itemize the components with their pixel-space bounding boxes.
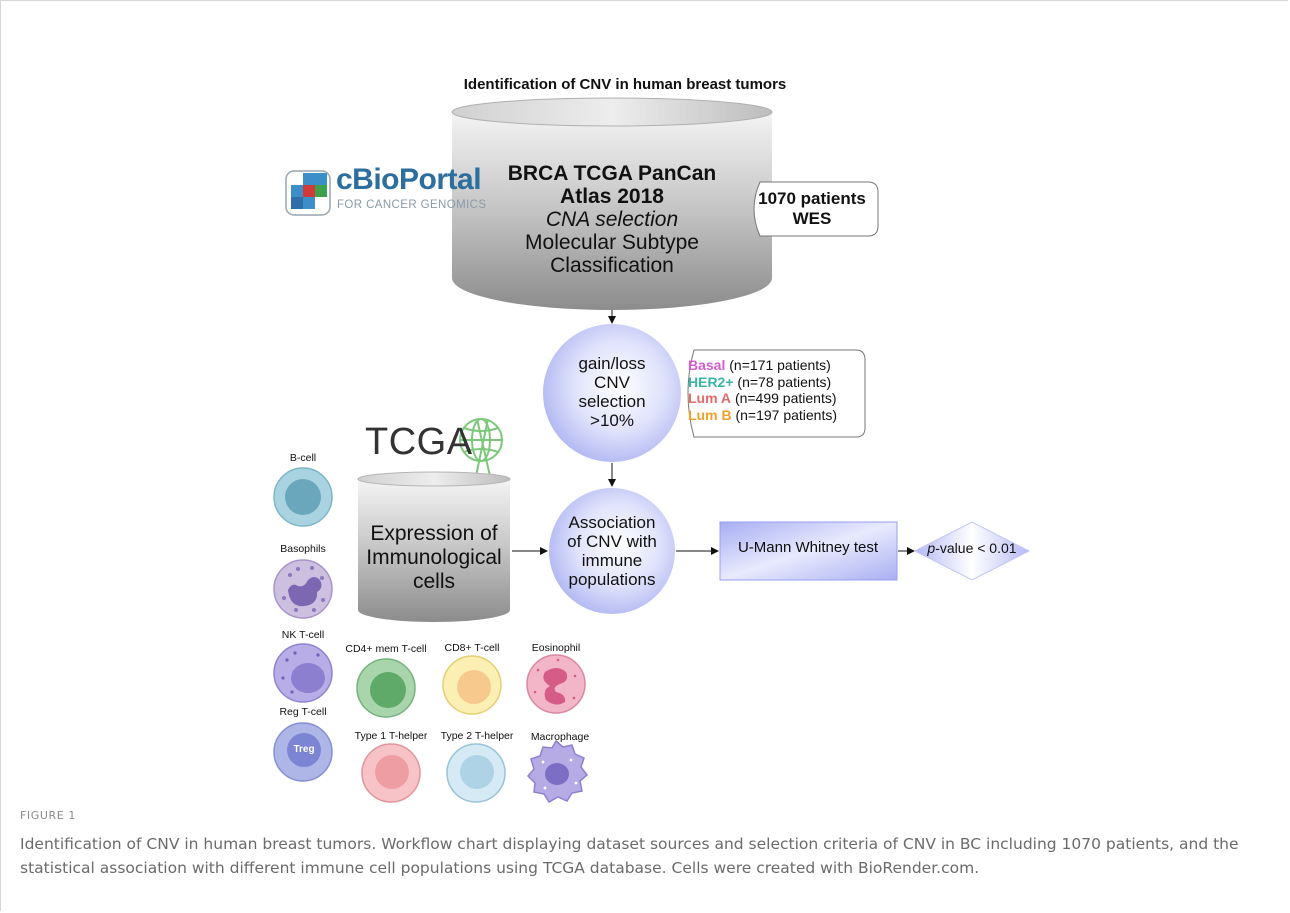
- decision-label: p-value < 0.01: [917, 540, 1027, 556]
- basophils-label: Basophils: [280, 543, 326, 555]
- decision-prefix: p: [927, 540, 936, 556]
- selection-line-4: >10%: [590, 411, 634, 430]
- cbioportal-name: cBioPortal: [336, 163, 482, 196]
- b-cell-icon: [273, 467, 333, 527]
- association-line-2: of CNV with: [567, 532, 657, 551]
- database-line-2: Atlas 2018: [560, 185, 664, 208]
- subtype-name: Lum A: [688, 390, 732, 406]
- association-line-3: immune: [581, 551, 643, 570]
- database-line-1: BRCA TCGA PanCan: [507, 162, 717, 185]
- database-line-3: CNA selection: [545, 208, 679, 231]
- eosinophil-icon: [526, 654, 586, 714]
- type-1-t-helper-icon: [361, 743, 421, 803]
- subtypes-box-icon: [687, 349, 866, 438]
- subtype-row: Lum A (n=499 patients): [688, 390, 837, 407]
- macrophage-icon: [526, 739, 589, 804]
- decision-diamond-icon: [913, 521, 1031, 581]
- patients-box-icon: [753, 181, 879, 237]
- type-2-t-helper-label: Type 2 T-helper: [440, 730, 514, 742]
- expression-line-3: cells: [412, 570, 455, 593]
- test-box-label: U-Mann Whitney test: [737, 539, 879, 556]
- nk-t-cell-label: NK T-cell: [281, 629, 325, 641]
- type-1-t-helper-label: Type 1 T-helper: [354, 730, 428, 742]
- expression-line-1: Expression of: [370, 522, 498, 545]
- subtype-name: Basal: [688, 357, 726, 373]
- tcga-logo-text: TCGA: [365, 421, 473, 463]
- subtype-name: HER2+: [688, 373, 734, 390]
- subtype-row: HER2+ (n=78 patients): [688, 374, 837, 391]
- subtype-count: (n=499 patients): [734, 390, 837, 406]
- reg-t-cell-label: Reg T-cell: [279, 706, 327, 718]
- selection-line-1: gain/loss: [578, 354, 646, 373]
- subtype-row: Lum B (n=197 patients): [688, 407, 837, 424]
- figure-caption: Identification of CNV in human breast tu…: [20, 835, 1239, 877]
- selection-circle-icon: [543, 324, 681, 462]
- decision-rest: -value < 0.01: [935, 540, 1017, 556]
- patients-method: WES: [792, 209, 832, 228]
- database-line-5: Classification: [550, 254, 674, 277]
- expression-line-2: Immunological: [366, 546, 502, 569]
- subtypes-list: Basal (n=171 patients) HER2+ (n=78 patie…: [688, 357, 837, 423]
- type-2-t-helper-icon: [446, 743, 506, 803]
- patients-box-label: 1070 patients WES: [745, 189, 879, 229]
- cd4-mem-t-cell-icon: [356, 658, 416, 718]
- cbioportal-logo-icon: [285, 170, 331, 216]
- nk-t-cell-icon: [273, 643, 333, 703]
- subtype-name: Lum B: [688, 406, 732, 423]
- reg-t-cell-icon: [273, 722, 333, 782]
- selection-line-2: CNV: [594, 373, 630, 392]
- association-circle-icon: [549, 488, 675, 614]
- cd8-t-cell-icon: [442, 655, 502, 715]
- treg-mark: Treg: [293, 744, 315, 755]
- cbioportal-tagline: FOR CANCER GENOMICS: [337, 199, 487, 211]
- cd8-label: CD8+ T-cell: [444, 642, 500, 654]
- b-cell-label: B-cell: [289, 452, 317, 464]
- eosinophil-label: Eosinophil: [531, 642, 581, 654]
- database-cylinder-label: BRCA TCGA PanCan Atlas 2018 CNA selectio…: [474, 162, 750, 277]
- expression-cylinder-icon: [357, 471, 511, 622]
- figure-label: FIGURE 1: [20, 809, 77, 822]
- association-line-1: Association: [568, 513, 656, 532]
- database-line-4: Molecular Subtype: [525, 231, 699, 254]
- subtype-row: Basal (n=171 patients): [688, 357, 837, 374]
- association-circle-label: Association of CNV with immune populatio…: [557, 513, 667, 589]
- selection-line-3: selection: [578, 392, 646, 411]
- association-line-4: populations: [568, 570, 656, 589]
- expression-cylinder-label: Expression of Immunological cells: [358, 522, 510, 594]
- test-box-icon: [719, 521, 898, 581]
- selection-circle-label: gain/loss CNV selection >10%: [562, 354, 662, 430]
- cd4-label: CD4+ mem T-cell: [345, 643, 427, 655]
- basophil-icon: [273, 559, 333, 619]
- subtype-count: (n=197 patients): [735, 406, 838, 423]
- macrophage-label: Macrophage: [530, 731, 590, 743]
- patients-count: 1070 patients: [758, 189, 866, 208]
- subtype-count: (n=171 patients): [729, 357, 831, 373]
- diagram-title: Identification of CNV in human breast tu…: [463, 76, 787, 93]
- subtype-count: (n=78 patients): [737, 373, 832, 390]
- database-cylinder-icon: [451, 97, 773, 310]
- tcga-globe-icon: [459, 418, 503, 477]
